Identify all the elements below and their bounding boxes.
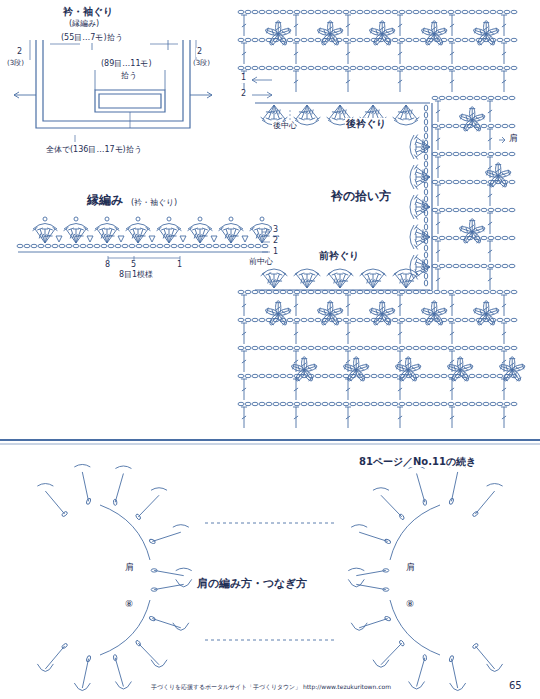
chart-label: (縁編み) (68, 20, 100, 29)
chart-label: 拾う (120, 72, 138, 81)
chart-label: ⑧ (405, 600, 415, 610)
chart-label: 1 (176, 261, 183, 270)
chart-label: 縁編み (86, 194, 124, 207)
chart-label: 肩 (508, 134, 519, 144)
chart-label: 肩の編み方・つなぎ方 (196, 578, 308, 590)
section-rule (0, 439, 540, 441)
chart-label: 3 (272, 226, 279, 235)
chart-label: 2 (16, 48, 23, 57)
chart-label: 前衿ぐり (318, 250, 360, 261)
chart-label: 5 (130, 261, 137, 270)
chart-label: (3段) (192, 60, 211, 68)
chart-label: ⑧ (124, 600, 134, 610)
chart-label: 衿・袖ぐり (62, 6, 114, 17)
chart-label: 全体で(136目…17モ)拾う (45, 146, 143, 155)
chart-label: 8 (104, 261, 111, 270)
chart-label: (3段) (6, 60, 25, 68)
stitch-symbols (14, 10, 526, 690)
chart-label: 前中心 (248, 258, 274, 267)
chart-label: 手づくりを応援するポータルサイト「手づくりタウン」 http://www.tez… (150, 684, 392, 691)
section-rule (0, 444, 540, 445)
chart-label: 8目1模様 (118, 271, 154, 280)
chart-label: (89目…11モ) (100, 60, 153, 69)
chart-label: (55目…7モ)拾う (60, 34, 124, 43)
chart-label: 1 (240, 74, 247, 83)
chart-label: 65 (508, 680, 523, 691)
chart-label: 衿の拾い方 (330, 190, 392, 203)
chart-label: (衿・袖ぐり) (130, 199, 178, 208)
chart-label: 肩 (124, 563, 135, 573)
chart-label: 2 (240, 90, 247, 99)
chart-label: 後衿ぐり (345, 118, 387, 129)
chart-label: 1 (272, 248, 279, 257)
chart-label: 肩 (405, 563, 416, 573)
chart-label: 2 (196, 48, 203, 57)
chart-label: 81ページ／No.11の続き (358, 456, 477, 467)
chart-label: 2 (272, 237, 279, 246)
chart-label: 後中心 (272, 122, 298, 131)
